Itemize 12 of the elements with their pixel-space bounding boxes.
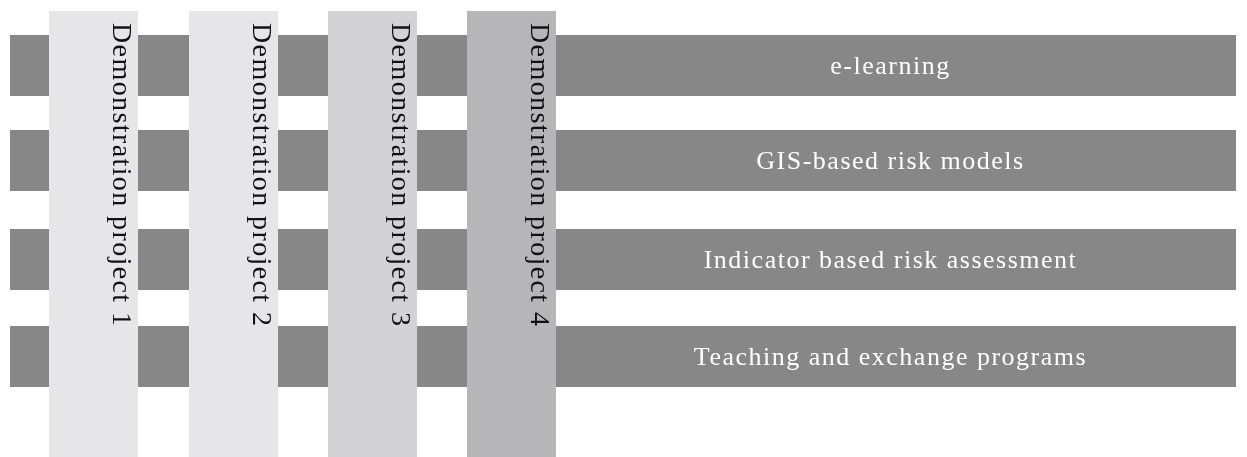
column-label: Demonstration project 4 [524, 23, 556, 328]
project-column [189, 11, 278, 457]
project-column [467, 11, 556, 457]
project-column [328, 11, 417, 457]
column-label: Demonstration project 1 [106, 23, 138, 328]
column-label: Demonstration project 3 [385, 23, 417, 328]
project-column [49, 11, 138, 457]
band-label: GIS-based risk models [755, 144, 1026, 177]
column-label: Demonstration project 2 [246, 23, 278, 328]
band-label: Indicator based risk assessment [702, 243, 1079, 276]
band-label: Teaching and exchange programs [692, 340, 1089, 373]
band-label: e-learning [829, 49, 952, 82]
